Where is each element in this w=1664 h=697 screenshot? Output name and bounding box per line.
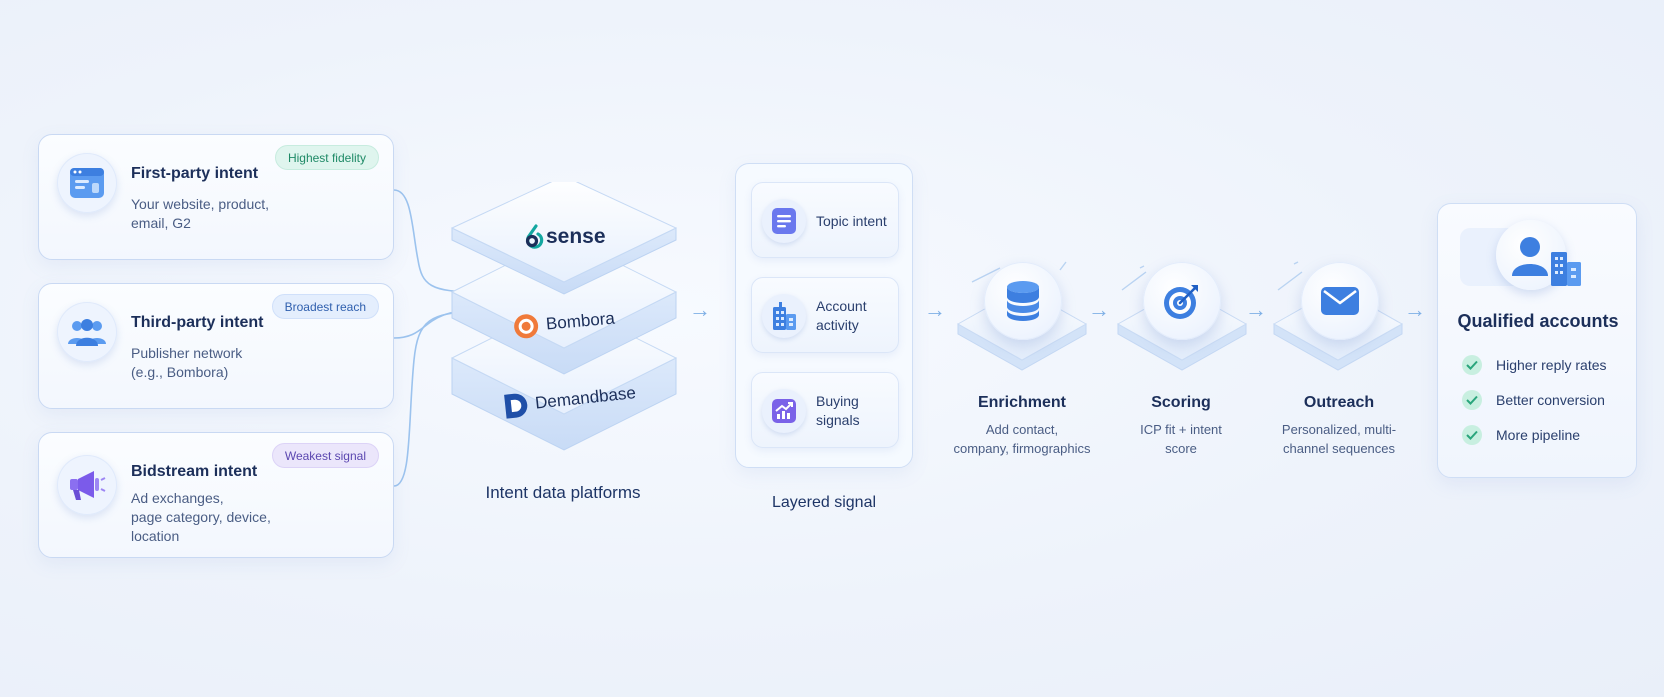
qa-item: More pipeline	[1462, 424, 1580, 446]
layered-signal-label: Layered signal	[771, 494, 877, 511]
check-icon	[1462, 425, 1482, 445]
database-icon	[984, 262, 1062, 340]
source-title: Third-party intent	[131, 314, 264, 331]
bombora-mark-icon	[514, 314, 539, 339]
demandbase-mark-icon	[504, 393, 528, 419]
sense-name: sense	[546, 225, 606, 248]
flow-arrow-icon: →	[689, 297, 711, 322]
target-icon	[1143, 262, 1221, 340]
flow-arrow-icon: →	[924, 297, 946, 322]
demandbase-logo: Demandbase	[502, 379, 637, 421]
qa-item: Higher reply rates	[1462, 354, 1607, 376]
stage-title: Outreach	[1303, 394, 1375, 411]
people-group-icon	[57, 302, 117, 362]
chart-up-icon	[762, 389, 806, 433]
sense-logo: sense	[522, 224, 606, 250]
stage-description: Add contact, company, firmographics	[953, 422, 1091, 456]
qa-item: Better conversion	[1462, 389, 1605, 411]
browser-window-icon	[57, 153, 117, 213]
bombora-logo: Bombora	[512, 306, 616, 341]
document-icon	[762, 199, 806, 243]
stage-title: Scoring	[1151, 394, 1211, 411]
qualified-accounts-title: Qualified accounts	[1457, 311, 1619, 331]
sense-mark-icon	[525, 224, 544, 249]
weak-signal-badge: Weakest signal	[271, 443, 379, 468]
buildings-icon	[762, 294, 806, 338]
first-party-intent-card: First-party intent Your website, product…	[38, 134, 394, 260]
layer-text: Buying signals	[816, 393, 860, 428]
platform-stack	[450, 182, 678, 451]
flow-arrow-icon: →	[1404, 297, 1426, 322]
check-icon	[1462, 390, 1482, 410]
stage-title: Enrichment	[977, 394, 1066, 411]
building-icon	[1548, 244, 1584, 293]
reach-badge: Broadest reach	[271, 294, 379, 319]
layer-item-topic-intent: Topic intent	[751, 182, 899, 258]
check-icon	[1462, 355, 1482, 375]
source-title: First-party intent	[131, 165, 259, 182]
third-party-intent-card: Third-party intent Publisher network (e.…	[38, 283, 394, 409]
layer-item-buying-signals: Buying signals	[751, 372, 899, 448]
source-description: Ad exchanges, page category, device, loc…	[131, 490, 271, 544]
stage-description: ICP fit + intent score	[1140, 422, 1222, 456]
fidelity-badge: Highest fidelity	[274, 145, 379, 170]
source-description: Your website, product, email, G2	[131, 196, 270, 231]
layer-item-account-activity: Account activity	[751, 277, 899, 353]
layered-signal-panel: Topic intent Account activity	[735, 163, 913, 468]
source-title: Bidstream intent	[131, 463, 258, 480]
intent-data-platforms-label: Intent data platforms	[485, 483, 641, 502]
megaphone-icon	[57, 455, 117, 515]
stage-description: Personalized, multi- channel sequences	[1281, 422, 1397, 456]
layer-text: Account activity	[816, 298, 867, 333]
bidstream-intent-card: Bidstream intent Ad exchanges, page cate…	[38, 432, 394, 558]
layer-text: Topic intent	[816, 212, 887, 229]
qualified-accounts-card: Qualified accounts Higher reply rates Be…	[1437, 203, 1637, 478]
flow-arrow-icon: →	[1245, 297, 1267, 322]
bombora-name: Bombora	[545, 308, 616, 334]
mail-icon	[1301, 262, 1379, 340]
flow-arrow-icon: →	[1088, 297, 1110, 322]
source-description: Publisher network (e.g., Bombora)	[131, 345, 243, 380]
